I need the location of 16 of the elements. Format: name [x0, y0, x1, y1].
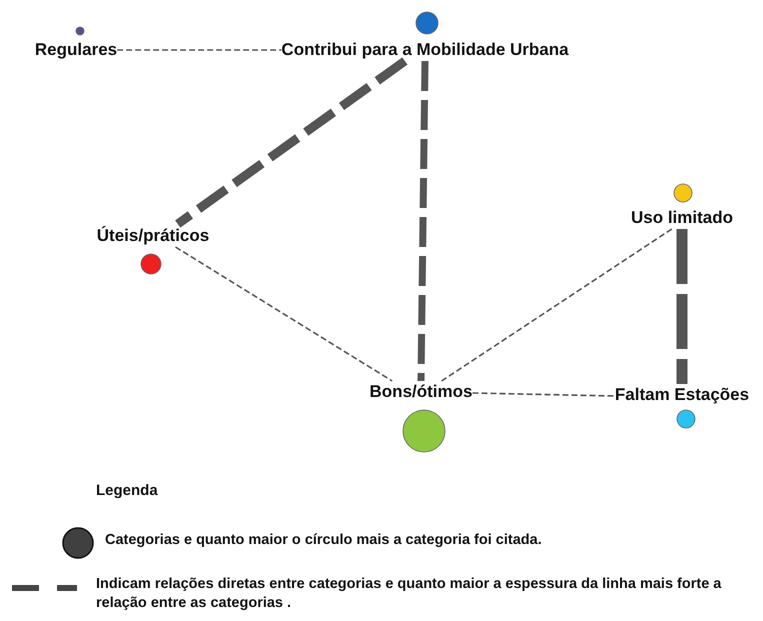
category-label: Faltam Estações — [614, 385, 750, 405]
category-label: Úteis/práticos — [96, 226, 210, 246]
category-label: Contribui para a Mobilidade Urbana — [281, 40, 569, 60]
category-label: Uso limitado — [631, 208, 733, 228]
relation-line — [472, 392, 615, 397]
relation-line — [117, 49, 282, 51]
relation-line — [418, 60, 428, 382]
relation-line — [441, 228, 672, 382]
relation-line — [175, 57, 408, 228]
category-label: Regulares — [34, 40, 118, 60]
relation-line — [676, 229, 688, 384]
legend-text: Categorias e quanto maior o círculo mais a categoria foi citada. — [105, 531, 543, 550]
legend-title: Legenda — [96, 482, 158, 499]
relation-line — [175, 246, 393, 382]
legend-text: Indicam relações diretas entre categorias e quanto maior a espessura da linha mais forte a relação entre as categorias . — [96, 575, 722, 613]
category-label: Bons/ótimos — [370, 382, 472, 402]
